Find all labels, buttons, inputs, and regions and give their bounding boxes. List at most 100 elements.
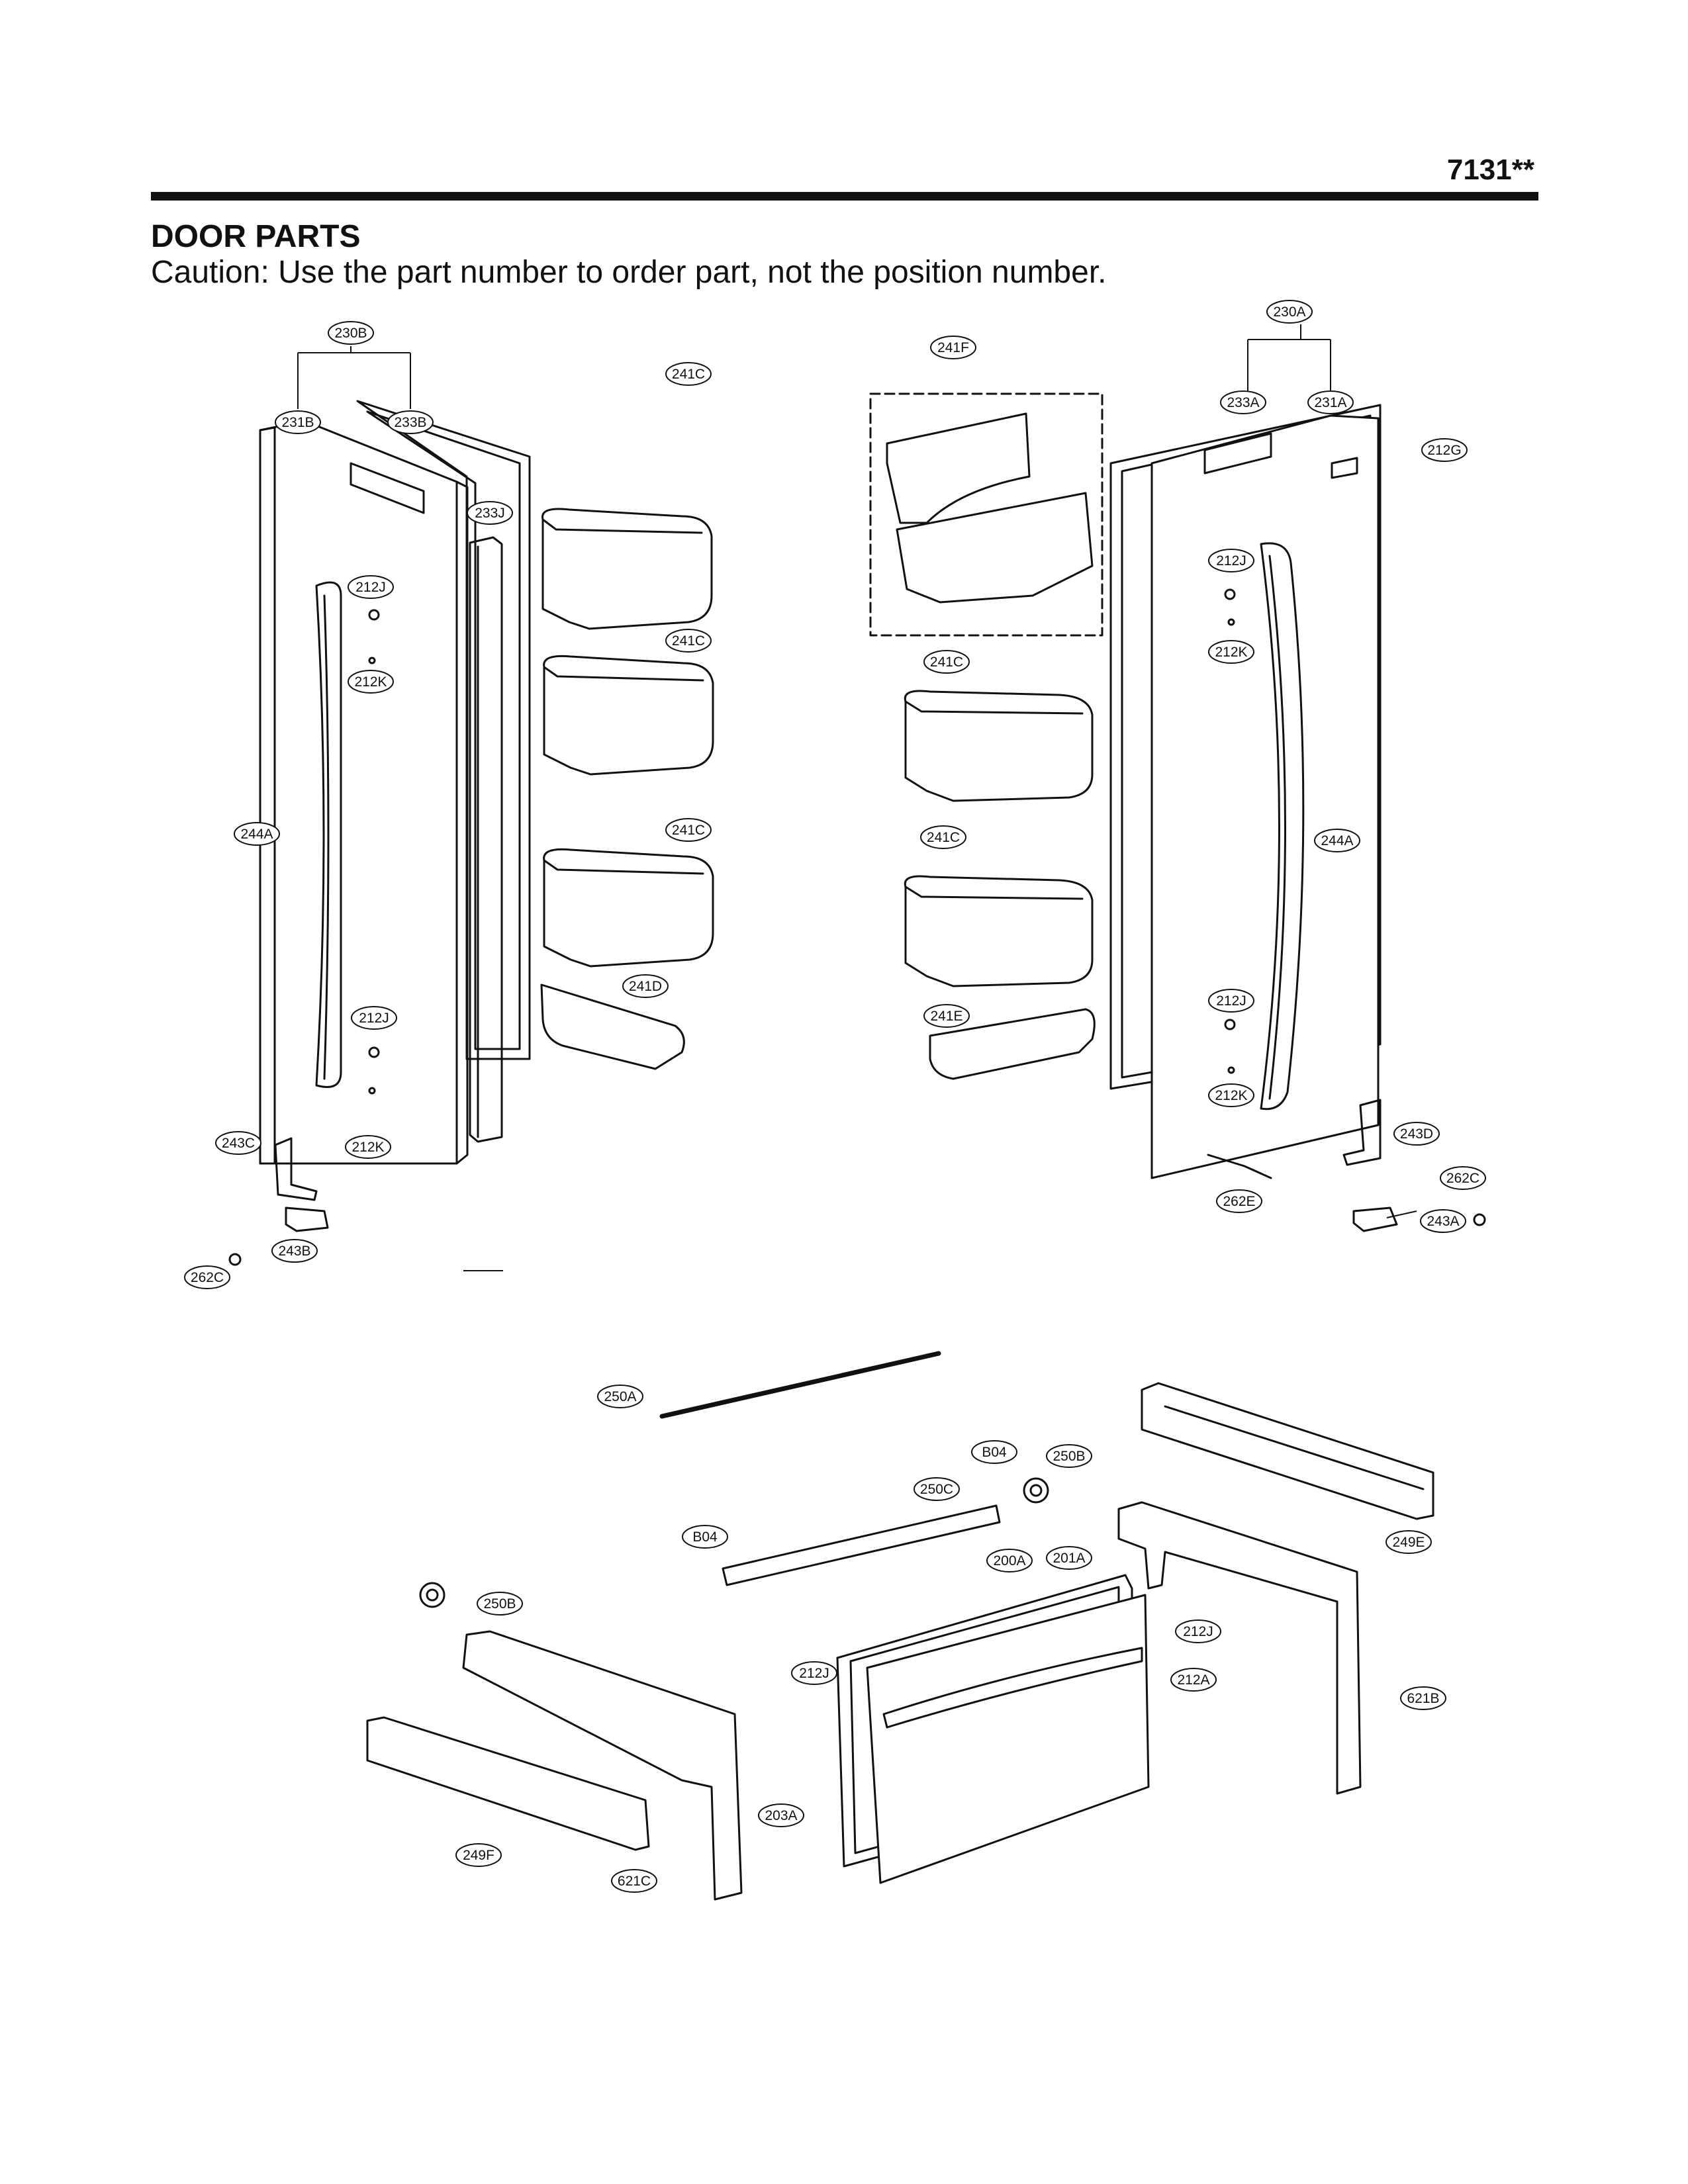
callout-212a: 212A <box>1170 1668 1217 1692</box>
right-door-screws <box>1224 588 1236 1074</box>
callout-212j: 212J <box>1208 549 1254 572</box>
callout-244a: 244A <box>1314 829 1360 852</box>
callout-241c: 241C <box>923 650 970 674</box>
callout-label: 250A <box>604 1389 636 1404</box>
callout-250c: 250C <box>914 1477 960 1501</box>
callout-label: B04 <box>982 1445 1007 1460</box>
callout-label: 241C <box>672 367 705 382</box>
callout-ellipse <box>914 1477 960 1501</box>
drawer-bracket-right <box>1117 1501 1362 1795</box>
callout-label: 241D <box>629 979 662 994</box>
callout-ellipse <box>1175 1619 1221 1643</box>
drawer-rail-cross <box>722 1504 1001 1586</box>
callout-230b: 230B <box>328 321 374 345</box>
callout-label: 200A <box>993 1553 1025 1569</box>
callout-label: 621C <box>618 1874 651 1889</box>
callout-ellipse <box>348 575 394 599</box>
callout-212k: 212K <box>348 670 394 694</box>
callout-label: 243A <box>1427 1214 1459 1229</box>
callout-244a: 244A <box>234 822 280 846</box>
left-door-handle <box>315 581 342 1088</box>
callout-label: 203A <box>765 1808 797 1823</box>
callout-ellipse <box>467 501 513 525</box>
callout-ellipse <box>597 1385 643 1408</box>
callout-241c: 241C <box>665 362 712 386</box>
callout-241f: 241F <box>930 336 976 359</box>
callout-label: 244A <box>240 827 273 842</box>
callout-201a: 201A <box>1046 1546 1092 1570</box>
callout-label: 621B <box>1407 1691 1439 1706</box>
callout-label: 201A <box>1053 1551 1085 1566</box>
callout-ellipse <box>387 410 434 434</box>
callout-ellipse <box>622 974 669 998</box>
callout-ellipse <box>1046 1444 1092 1468</box>
callout-230a: 230A <box>1266 300 1313 324</box>
right-hinge-parts <box>1207 1099 1486 1232</box>
callout-212j: 212J <box>351 1006 397 1030</box>
callout-241c: 241C <box>920 825 966 849</box>
callout-ellipse <box>923 650 970 674</box>
callout-label: 243D <box>1400 1126 1433 1142</box>
drawer-rod <box>659 1351 941 1419</box>
callout-212k: 212K <box>1208 640 1254 664</box>
callout-243c: 243C <box>215 1131 261 1155</box>
right-door-panel <box>1150 414 1380 1179</box>
callout-label: 231A <box>1314 395 1346 410</box>
callout-b04: B04 <box>682 1525 728 1549</box>
callout-ellipse <box>986 1549 1033 1572</box>
callout-ellipse <box>1220 390 1266 414</box>
callout-212g: 212G <box>1421 438 1468 462</box>
callout-ellipse <box>1170 1668 1217 1692</box>
callout-ellipse <box>665 629 712 653</box>
callout-label: 241C <box>927 830 960 845</box>
callout-ellipse <box>345 1135 391 1159</box>
callout-249e: 249E <box>1385 1530 1432 1554</box>
callout-ellipse <box>275 410 321 434</box>
callout-262e: 262E <box>1216 1189 1262 1213</box>
callout-label: 262C <box>191 1270 224 1285</box>
drawer-front-panel <box>866 1594 1150 1884</box>
callout-ellipse <box>1208 549 1254 572</box>
callout-ellipse <box>1208 640 1254 664</box>
callout-label: B04 <box>692 1529 718 1545</box>
model-code: 7131** <box>1446 154 1534 186</box>
callout-label: 250C <box>920 1482 953 1497</box>
drawer-gears <box>419 1477 1049 1608</box>
callout-ellipse <box>1400 1686 1446 1710</box>
callout-ellipse <box>682 1525 728 1549</box>
page-title: DOOR PARTS <box>151 219 361 254</box>
callout-label: 230B <box>334 326 367 341</box>
callout-ellipse <box>1307 390 1354 414</box>
callout-241c: 241C <box>665 629 712 653</box>
callout-ellipse <box>215 1131 261 1155</box>
callout-label: 249E <box>1392 1535 1425 1550</box>
callout-label: 244A <box>1321 833 1353 848</box>
callout-ellipse <box>328 321 374 345</box>
callout-249f: 249F <box>455 1843 502 1867</box>
callout-241e: 241E <box>923 1004 970 1028</box>
callout-ellipse <box>1046 1546 1092 1570</box>
callout-250b: 250B <box>477 1592 523 1615</box>
callout-label: 233J <box>475 506 505 521</box>
callout-ellipse <box>1385 1530 1432 1554</box>
callout-ellipse <box>791 1661 837 1685</box>
callout-ellipse <box>1314 829 1360 852</box>
callout-262c: 262C <box>1440 1166 1486 1190</box>
left-door-panel <box>259 420 469 1165</box>
callout-ellipse <box>455 1843 502 1867</box>
callout-label: 233A <box>1227 395 1259 410</box>
callout-ellipse <box>1216 1189 1262 1213</box>
callout-ellipse <box>758 1803 804 1827</box>
callout-label: 231B <box>281 415 314 430</box>
callout-233a: 233A <box>1220 390 1266 414</box>
callout-212j: 212J <box>348 575 394 599</box>
callout-233j: 233J <box>467 501 513 525</box>
callout-212k: 212K <box>345 1135 391 1159</box>
callout-ellipse <box>1393 1122 1440 1146</box>
callout-label: 212K <box>1215 645 1247 660</box>
callout-243a: 243A <box>1420 1209 1466 1233</box>
callout-212j: 212J <box>791 1661 837 1685</box>
callout-212j: 212J <box>1208 989 1254 1013</box>
callout-label: 212G <box>1427 443 1461 458</box>
callout-label: 249F <box>463 1848 494 1863</box>
